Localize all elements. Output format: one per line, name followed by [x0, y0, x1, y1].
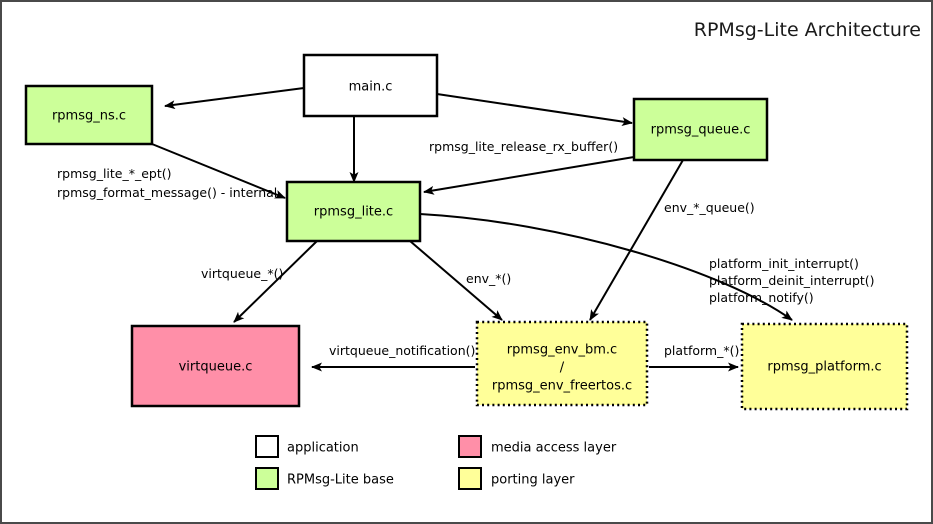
edge-main-to-rpmsg-queue — [436, 93, 633, 126]
node-rpmsg-env[interactable]: rpmsg_env_bm.c / rpmsg_env_freertos.c — [475, 320, 649, 407]
edge-label-queue-to-env: env_*_queue() — [664, 200, 755, 215]
node-rpmsg-env-label-line3: rpmsg_env_freertos.c — [492, 379, 632, 394]
edge-label-platform-3: platform_notify() — [709, 290, 814, 305]
node-virtqueue-c-box — [130, 324, 301, 408]
node-rpmsg-platform-c-label: rpmsg_platform.c — [767, 360, 881, 375]
legend-swatch-porting-layer — [458, 467, 482, 490]
node-rpmsg-queue-c[interactable]: rpmsg_queue.c — [632, 97, 769, 162]
edge-label-env-to-platform: platform_*() — [664, 343, 739, 358]
node-virtqueue-c-label: virtqueue.c — [179, 360, 253, 375]
node-rpmsg-env-label-line1: rpmsg_env_bm.c — [507, 343, 617, 358]
node-rpmsg-lite-c-box — [285, 180, 422, 243]
node-rpmsg-platform-c-box — [740, 322, 909, 411]
edge-label-ns-to-lite-2: rpmsg_format_message() - internal — [57, 185, 277, 200]
edge-label-platform-1: platform_init_interrupt() — [709, 256, 859, 271]
edge-rpmsg-queue-to-rpmsg-lite — [423, 156, 635, 195]
edge-main-to-rpmsg-ns — [164, 87, 305, 110]
legend-label-application: application — [287, 441, 359, 456]
node-virtqueue-c[interactable]: virtqueue.c — [130, 324, 301, 408]
legend-item-rpmsg-lite-base: RPMsg-Lite base — [255, 467, 394, 490]
edge-rpmsg-lite-to-rpmsg-platform — [419, 213, 793, 321]
edge-label-ns-to-lite-1: rpmsg_lite_*_ept() — [57, 166, 172, 181]
node-rpmsg-ns-c-box — [24, 84, 154, 146]
node-rpmsg-env-label-line2: / — [560, 361, 565, 376]
legend-label-rpmsg-lite-base: RPMsg-Lite base — [287, 473, 394, 488]
node-rpmsg-lite-c-label: rpmsg_lite.c — [314, 205, 393, 220]
legend-swatch-rpmsg-lite-base — [255, 467, 279, 490]
legend-label-porting-layer: porting layer — [491, 473, 575, 488]
edge-label-platform-2: platform_deinit_interrupt() — [709, 273, 875, 288]
node-rpmsg-ns-c-label: rpmsg_ns.c — [52, 109, 126, 124]
page-title: RPMsg-Lite Architecture — [694, 19, 921, 41]
node-main-c[interactable]: main.c — [302, 53, 439, 118]
legend: application media access layer RPMsg-Lit… — [255, 435, 617, 490]
node-rpmsg-env-box — [475, 320, 649, 407]
edge-rpmsg-queue-to-rpmsg-env — [589, 159, 684, 321]
node-main-c-label: main.c — [349, 80, 393, 95]
legend-item-porting-layer: porting layer — [458, 467, 575, 490]
edge-label-queue-to-lite: rpmsg_lite_release_rx_buffer() — [429, 139, 618, 154]
legend-label-media-access-layer: media access layer — [491, 441, 617, 456]
edge-label-env-to-virtqueue: virtqueue_notification() — [329, 343, 475, 358]
node-rpmsg-lite-c[interactable]: rpmsg_lite.c — [285, 180, 422, 243]
legend-swatch-media-access-layer — [458, 435, 482, 458]
edge-label-lite-to-virtqueue: virtqueue_*() — [201, 266, 283, 281]
node-rpmsg-queue-c-label: rpmsg_queue.c — [651, 123, 751, 138]
edge-label-lite-to-env: env_*() — [466, 271, 511, 286]
edge-rpmsg-lite-to-rpmsg-env — [409, 240, 503, 321]
node-rpmsg-ns-c[interactable]: rpmsg_ns.c — [24, 84, 154, 146]
node-rpmsg-platform-c[interactable]: rpmsg_platform.c — [740, 322, 909, 411]
legend-item-media-access-layer: media access layer — [458, 435, 617, 458]
edge-rpmsg-lite-to-virtqueue — [233, 240, 318, 323]
node-rpmsg-queue-c-box — [632, 97, 769, 162]
node-main-c-box — [302, 53, 439, 118]
legend-swatch-application — [255, 435, 279, 458]
legend-item-application: application — [255, 435, 359, 458]
edge-rpmsg-ns-to-rpmsg-lite — [151, 143, 286, 199]
